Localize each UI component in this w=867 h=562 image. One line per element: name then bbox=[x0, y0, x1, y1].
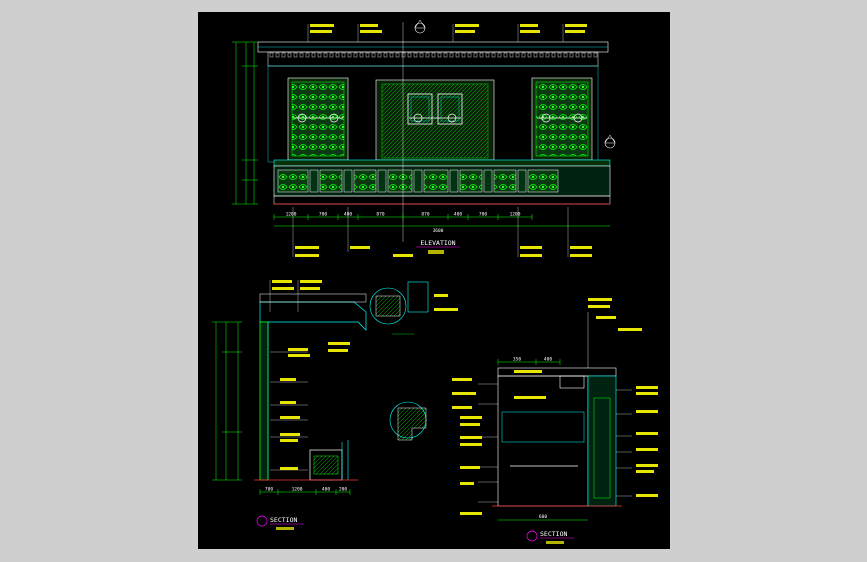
wall-lamps bbox=[293, 113, 587, 123]
carved-panel bbox=[319, 169, 343, 193]
carved-panel bbox=[459, 169, 483, 193]
right-section-dims: 350 400 600 bbox=[497, 357, 588, 521]
counter-top bbox=[273, 159, 611, 167]
elevation-total-dim: 3600 bbox=[433, 228, 444, 234]
dimension-label: 1200 bbox=[292, 487, 303, 493]
left-section-view: 700 1200 400 200 SECTION bbox=[212, 280, 367, 530]
dimension-label: 400 bbox=[454, 212, 462, 218]
carved-panel bbox=[353, 169, 377, 193]
detail-callout-mid bbox=[389, 378, 476, 441]
carved-panel bbox=[387, 169, 413, 193]
carved-panel bbox=[527, 169, 559, 193]
counter-plinth bbox=[273, 195, 611, 205]
section-markers bbox=[414, 19, 616, 149]
dimension-label: 600 bbox=[539, 514, 547, 520]
pilaster bbox=[413, 169, 423, 193]
pilaster bbox=[449, 169, 459, 193]
detail-callout-top bbox=[369, 281, 458, 335]
dimension-label: 700 bbox=[265, 487, 273, 493]
dimension-label: 400 bbox=[544, 357, 552, 363]
cad-drawing-sheet: 1200 700 400 870 870 400 700 1200 3600 ELEVATIO… bbox=[198, 12, 670, 549]
counter-carved-panels bbox=[277, 169, 559, 193]
pilaster bbox=[483, 169, 493, 193]
dimension-label: 1200 bbox=[286, 212, 297, 218]
left-section-dims: 700 1200 400 200 bbox=[259, 487, 351, 495]
frieze bbox=[267, 51, 599, 67]
pilaster bbox=[517, 169, 527, 193]
dimension-label: 1200 bbox=[510, 212, 521, 218]
elevation-title: ELEVATION bbox=[420, 239, 455, 247]
right-section-title: SECTION bbox=[540, 530, 567, 538]
carved-panel bbox=[277, 169, 309, 193]
dimension-label: 700 bbox=[479, 212, 487, 218]
dimension-label: 700 bbox=[319, 212, 327, 218]
dimension-label: 400 bbox=[322, 487, 330, 493]
right-section-view: 350 400 600 SECTION bbox=[460, 298, 658, 544]
elevation-leaders bbox=[292, 24, 569, 257]
pilaster bbox=[343, 169, 353, 193]
right-section-cabinet bbox=[497, 375, 589, 507]
carved-panel bbox=[493, 169, 517, 193]
dimension-label: 870 bbox=[421, 212, 429, 218]
dimension-label: 870 bbox=[376, 212, 384, 218]
section-wall bbox=[259, 321, 269, 481]
pilaster bbox=[377, 169, 387, 193]
elevation-annotation-blocks bbox=[295, 24, 592, 257]
left-section-title: SECTION bbox=[270, 516, 297, 524]
pilaster bbox=[309, 169, 319, 193]
cornice-dentils bbox=[269, 52, 598, 58]
dimension-label: 200 bbox=[339, 487, 347, 493]
dimension-label: 350 bbox=[513, 357, 521, 363]
cad-canvas: 1200 700 400 870 870 400 700 1200 3600 ELEVATIO… bbox=[212, 19, 658, 544]
carved-panel bbox=[423, 169, 449, 193]
elevation-vertical-dims bbox=[232, 41, 258, 205]
